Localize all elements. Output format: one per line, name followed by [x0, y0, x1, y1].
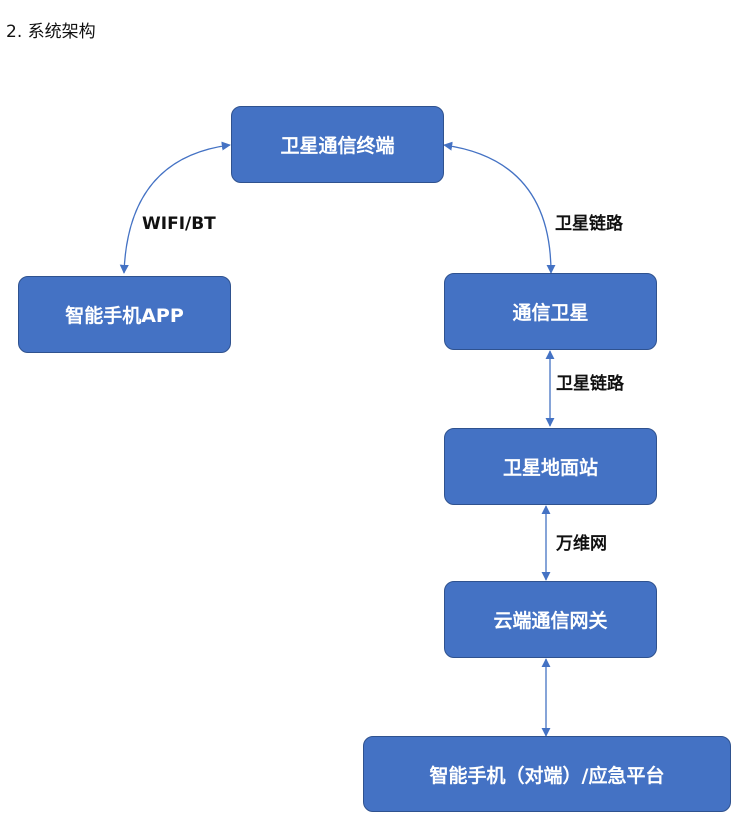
edge-label-satellite-link-lower: 卫星链路	[556, 374, 624, 394]
edge-label-satellite-link-upper: 卫星链路	[555, 214, 623, 234]
node-communication-satellite: 通信卫星	[444, 273, 657, 350]
edge-label-wifi-bt: WIFI/BT	[142, 214, 216, 234]
node-satellite-terminal: 卫星通信终端	[231, 106, 444, 183]
connector-terminal-satellite	[443, 141, 556, 274]
node-peer-platform: 智能手机（对端）/应急平台	[363, 736, 731, 812]
node-ground-station: 卫星地面站	[444, 428, 657, 505]
node-cloud-gateway: 云端通信网关	[444, 581, 657, 658]
connector-terminal-phone	[119, 141, 231, 274]
section-heading: 2. 系统架构	[6, 22, 96, 42]
edge-label-www: 万维网	[556, 534, 607, 554]
node-smartphone-app: 智能手机APP	[18, 276, 231, 353]
